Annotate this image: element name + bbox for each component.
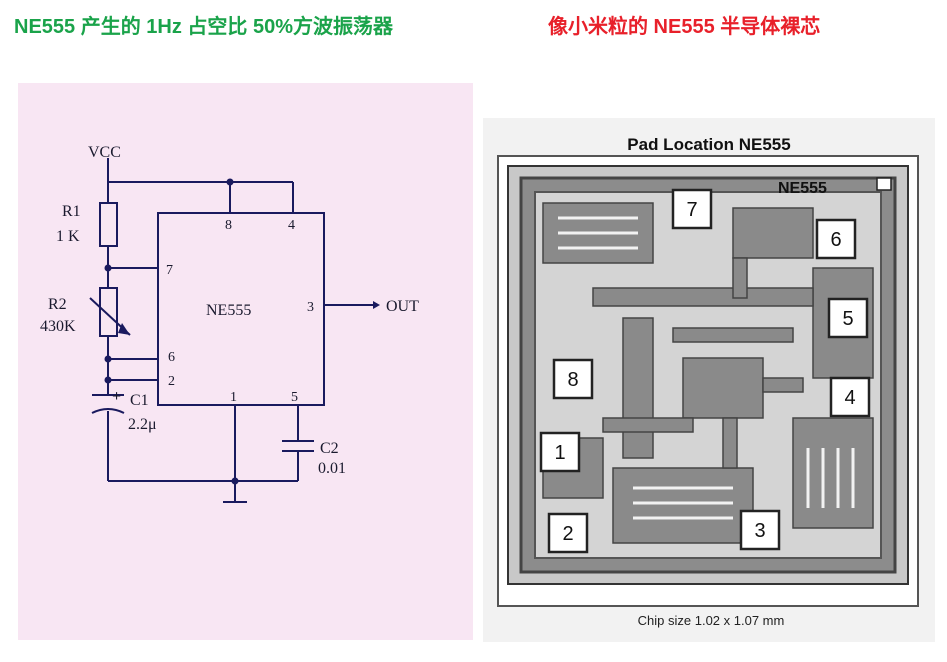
comb-trace [558, 216, 638, 250]
r2-resistor [99, 287, 118, 337]
die-layout-drawing: 1 2 3 4 5 6 7 8 NE555 Pad Location NE555… [497, 135, 919, 628]
pad-3 [739, 509, 781, 551]
junction-dot [226, 178, 234, 186]
c2-value: 0.01 [318, 460, 346, 477]
pad-8 [552, 358, 594, 400]
pad-4 [829, 376, 871, 418]
ic-label: NE555 [206, 302, 251, 319]
pad-2-label: 2 [562, 523, 573, 545]
ic-body [157, 212, 325, 406]
r2-arrow-head [118, 323, 130, 335]
pad-1-label: 1 [554, 442, 565, 464]
output-label: OUT [386, 298, 419, 315]
junction-dot [231, 477, 239, 485]
junction-dot [104, 376, 112, 384]
r2-name: R2 [48, 296, 67, 313]
pad-4-label: 4 [844, 387, 855, 409]
trace-block [622, 317, 654, 459]
c1-polarity: + [112, 388, 121, 405]
comb-trace [633, 486, 733, 520]
pin-6-label: 6 [168, 350, 175, 365]
output-arrow-head [373, 301, 380, 309]
vcc-label: VCC [88, 144, 121, 161]
metal-traces [542, 202, 874, 544]
r1-name: R1 [62, 203, 81, 220]
c1-name: C1 [130, 392, 149, 409]
c2-name: C2 [320, 440, 339, 457]
c1-value: 2.2μ [128, 416, 157, 433]
trace-block [592, 287, 814, 307]
trace-block [732, 257, 748, 299]
pin-4-label: 4 [288, 218, 295, 233]
pad-8-label: 8 [567, 369, 578, 391]
pad-7-label: 7 [686, 199, 697, 221]
c1-plate-bottom [91, 408, 125, 414]
trace-block [682, 357, 764, 419]
pin-2-label: 2 [168, 374, 175, 389]
pad-6 [815, 218, 857, 260]
chip-size-caption: Chip size 1.02 x 1.07 mm [638, 613, 785, 628]
r2-value: 430K [40, 318, 76, 335]
chip-marking: NE555 [778, 180, 827, 197]
schematic-drawing: VCC R1 1 K R2 430K + C1 2.2μ C2 0.01 NE5… [40, 144, 419, 503]
pad-5 [827, 297, 869, 339]
die-photo: 1 2 3 4 5 6 7 8 NE555 Pad Location NE555… [483, 118, 935, 642]
pad-5-label: 5 [842, 308, 853, 330]
junction-dot [104, 355, 112, 363]
pad-6-label: 6 [830, 229, 841, 251]
r1-value: 1 K [56, 228, 80, 245]
trace-block [672, 327, 794, 343]
pin-3-label: 3 [307, 300, 314, 315]
pin-1-label: 1 [230, 390, 237, 405]
trace-block [732, 207, 814, 259]
pad-1 [539, 431, 581, 473]
die-photo-title: 像小米粒的 NE555 半导体裸芯 [548, 16, 821, 38]
junction-dot [104, 264, 112, 272]
trace-block [722, 417, 738, 469]
pin-5-label: 5 [291, 390, 298, 405]
schematic-diagram: VCC R1 1 K R2 430K + C1 2.2μ C2 0.01 NE5… [18, 83, 473, 640]
pin-8-label: 8 [225, 218, 232, 233]
trace-block [762, 377, 804, 393]
pin-7-label: 7 [166, 263, 173, 278]
trace-block [792, 417, 874, 529]
comb-trace [806, 448, 855, 508]
pad-3-label: 3 [754, 520, 765, 542]
trace-block [602, 417, 694, 433]
pad-2 [547, 512, 589, 554]
pad-7 [671, 188, 713, 230]
schematic-title: NE555 产生的 1Hz 占空比 50%方波振荡器 [14, 16, 393, 38]
comb-structures [558, 216, 855, 520]
alignment-mark [876, 177, 892, 191]
r1-resistor [99, 202, 118, 247]
die-title: Pad Location NE555 [627, 135, 790, 154]
trace-block [612, 467, 754, 544]
